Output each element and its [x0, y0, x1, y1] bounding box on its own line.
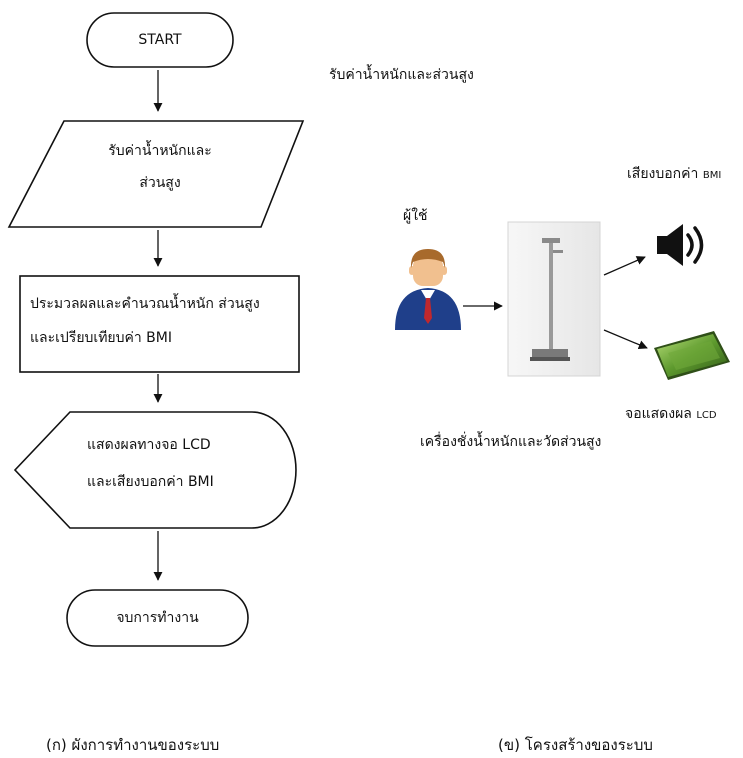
user-label: ผู้ใช้ — [403, 208, 428, 224]
start-terminal — [86, 12, 234, 68]
lcd-label-suffix: LCD — [696, 410, 717, 421]
caption-right: (ข) โครงสร้างของระบบ — [498, 736, 653, 754]
caption-left: (ก) ผังการทำงานของระบบ — [46, 736, 220, 754]
scale-label: เครื่องชั่งน้ำหนักและวัดส่วนสูง — [420, 434, 602, 450]
lcd-label: จอแสดงผล LCD — [625, 405, 717, 425]
lcd-label-text: จอแสดงผล — [625, 406, 692, 422]
display-label-line1: แสดงผลทางจอ LCD — [87, 437, 211, 453]
end-terminal — [66, 589, 249, 647]
height-scale-icon — [507, 221, 601, 377]
start-label: START — [138, 32, 182, 48]
scale-to-speaker-arrow — [603, 256, 646, 276]
speaker-icon — [657, 224, 704, 266]
user-icon — [395, 249, 461, 330]
process-box — [19, 275, 300, 373]
display-shape — [13, 411, 297, 529]
input-label-line1: รับค่าน้ำหนักและ — [108, 143, 212, 159]
input-parallelogram — [7, 120, 305, 228]
display-label-line2: และเสียงบอกค่า BMI — [87, 474, 214, 490]
input-label-line2: ส่วนสูง — [139, 175, 181, 191]
scale-to-lcd-arrow — [603, 329, 648, 350]
sound-label-bmi: BMI — [702, 170, 722, 181]
process-label-line1: ประมวลผลและคำนวณน้ำหนัก ส่วนสูง — [30, 296, 260, 312]
sound-label: เสียงบอกค่า BMI — [627, 165, 721, 185]
structure-input-label: รับค่าน้ำหนักและส่วนสูง — [329, 67, 474, 83]
lcd-display-icon — [654, 331, 730, 380]
process-label-line2: และเปรียบเทียบค่า BMI — [30, 330, 172, 346]
sound-label-text: เสียงบอกค่า — [627, 166, 699, 182]
end-label: จบการทำงาน — [116, 610, 199, 626]
